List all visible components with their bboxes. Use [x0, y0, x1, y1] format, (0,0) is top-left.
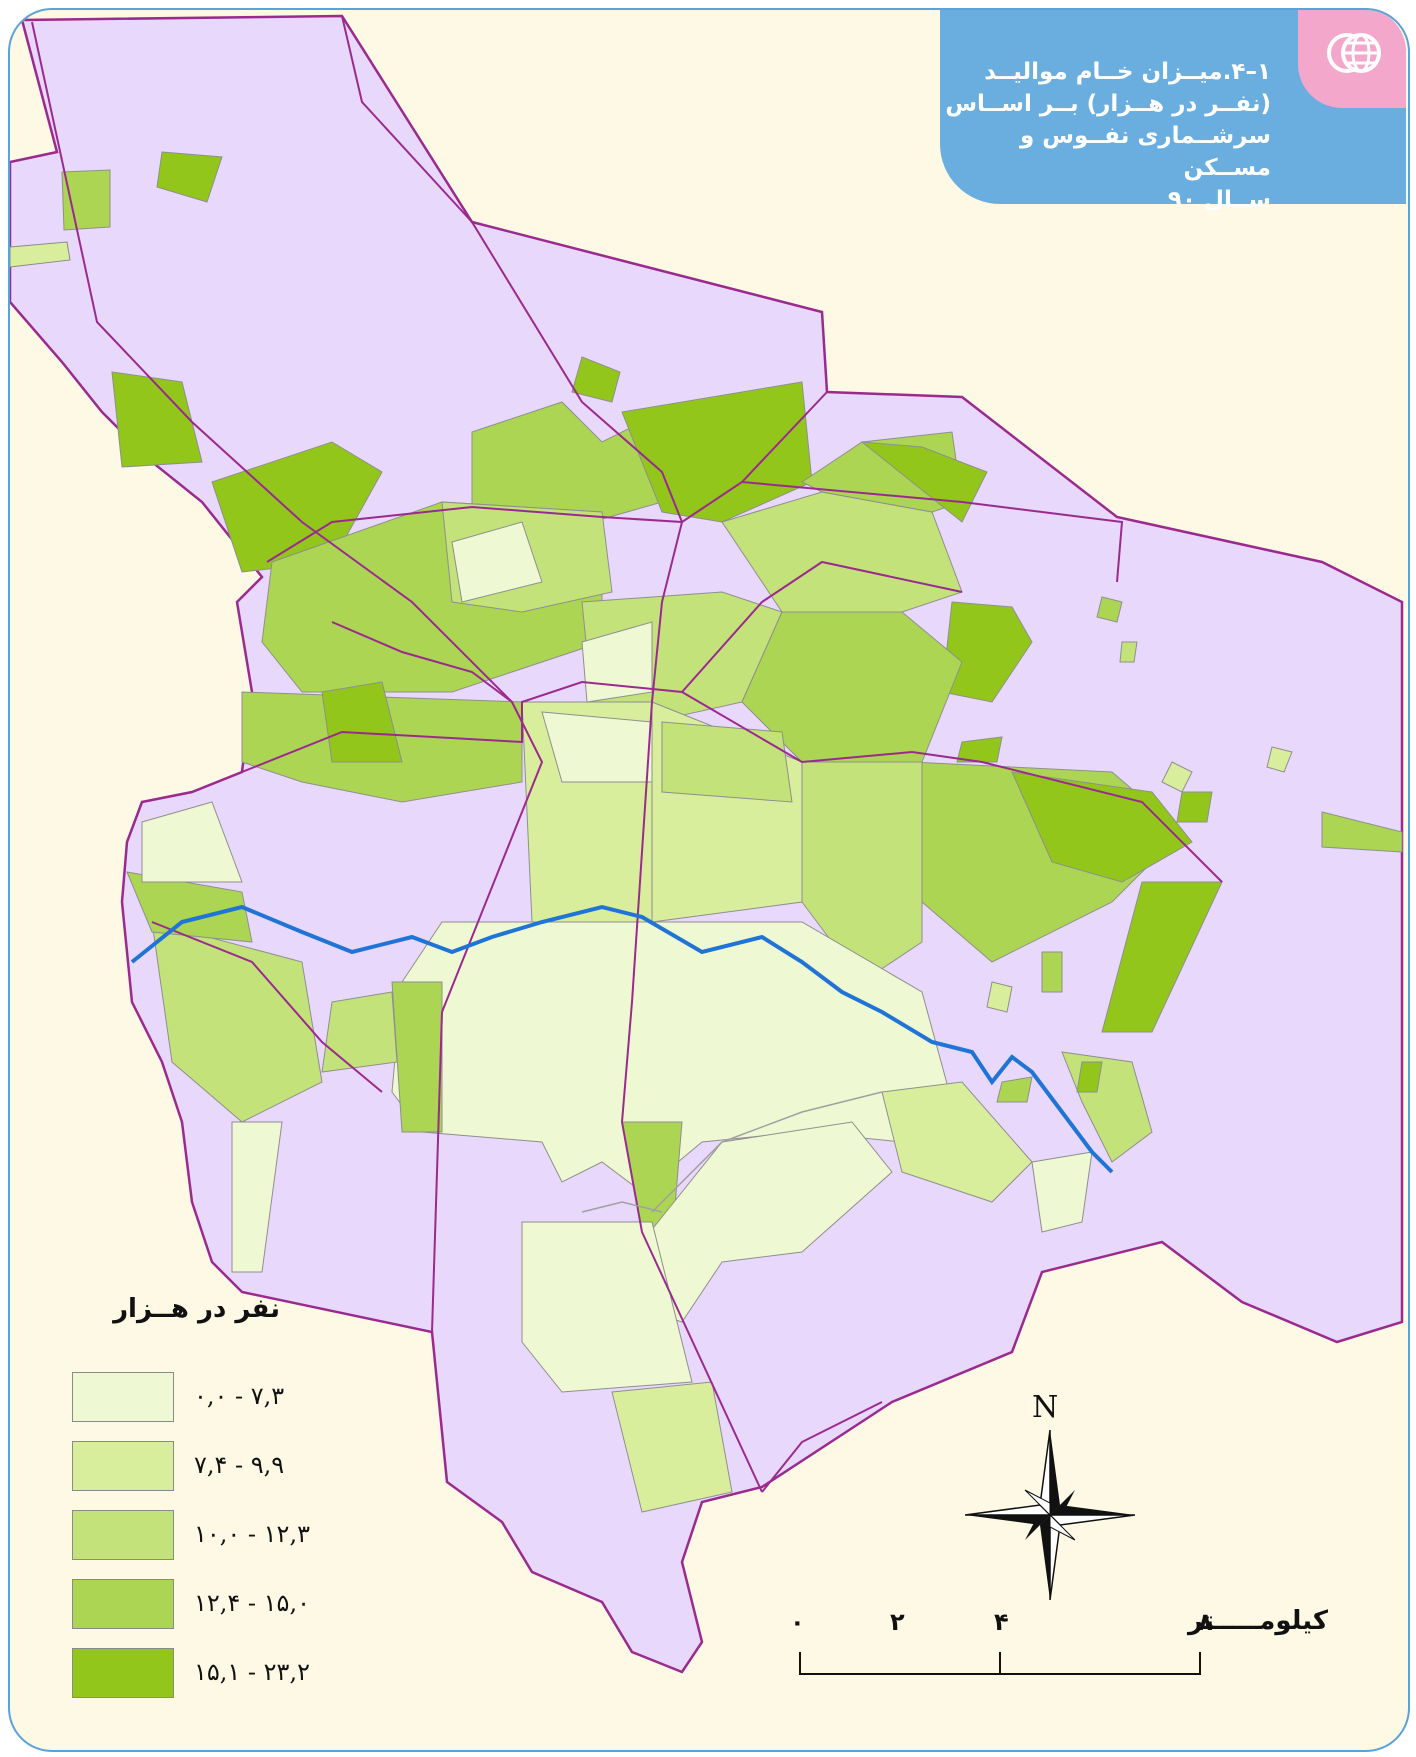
legend-swatch — [72, 1648, 174, 1698]
legend-label: ۷,۴ - ۹,۹ — [194, 1451, 285, 1479]
scale-tick: ۸ — [1198, 1608, 1213, 1636]
map-title: ۱–۴.میــزان خــام موالیــد (نفــر در هــ… — [941, 56, 1271, 216]
legend-label: ۱۰,۰ - ۱۲,۳ — [194, 1520, 310, 1548]
legend-swatch — [72, 1510, 174, 1560]
globe-icon — [1327, 33, 1381, 73]
legend-item: ۱۵,۱ - ۲۳,۲ — [72, 1648, 372, 1700]
title-badge — [1298, 10, 1406, 108]
legend-item: ۱۲,۴ - ۱۵,۰ — [72, 1579, 372, 1631]
map-canvas — [10, 14, 1404, 1674]
urban-blocks — [61, 151, 1403, 1513]
title-line: ۱–۴.میــزان خــام موالیــد — [984, 59, 1271, 85]
legend-title: نفر در هــزار — [113, 1294, 280, 1324]
scale-unit-label: کیلومـــــتر — [1188, 1606, 1328, 1636]
scale-tick: ۲ — [890, 1608, 905, 1636]
north-label: N — [1032, 1390, 1059, 1425]
legend-swatch — [72, 1441, 174, 1491]
legend-item: ۷,۴ - ۹,۹ — [72, 1441, 372, 1493]
scale-tick: ۴ — [994, 1608, 1009, 1636]
legend-swatch — [72, 1579, 174, 1629]
legend-item: ۱۰,۰ - ۱۲,۳ — [72, 1510, 372, 1562]
legend-swatch — [72, 1372, 174, 1422]
legend-label: ۱۲,۴ - ۱۵,۰ — [194, 1589, 310, 1617]
scale-bar — [799, 1652, 1201, 1675]
legend-item: ۰,۰ - ۷,۳ — [72, 1372, 372, 1424]
title-line: ســال ۹۰ — [1167, 187, 1271, 213]
legend-label: ۱۵,۱ - ۲۳,۲ — [194, 1658, 310, 1686]
legend-label: ۰,۰ - ۷,۳ — [194, 1382, 285, 1410]
scale-tick: ۰ — [790, 1608, 805, 1636]
district-boundaries — [31, 15, 1223, 1493]
title-line: سرشــماری نفــوس و مســکن — [1019, 123, 1271, 181]
map-frame: ۱–۴.میــزان خــام موالیــد (نفــر در هــ… — [8, 8, 1410, 1752]
title-line: (نفــر در هــزار) بــر اســاس — [945, 91, 1271, 117]
roads — [581, 1091, 883, 1213]
river — [130, 904, 1114, 1174]
left-strip — [10, 241, 71, 268]
north-arrow-icon — [965, 1430, 1135, 1600]
